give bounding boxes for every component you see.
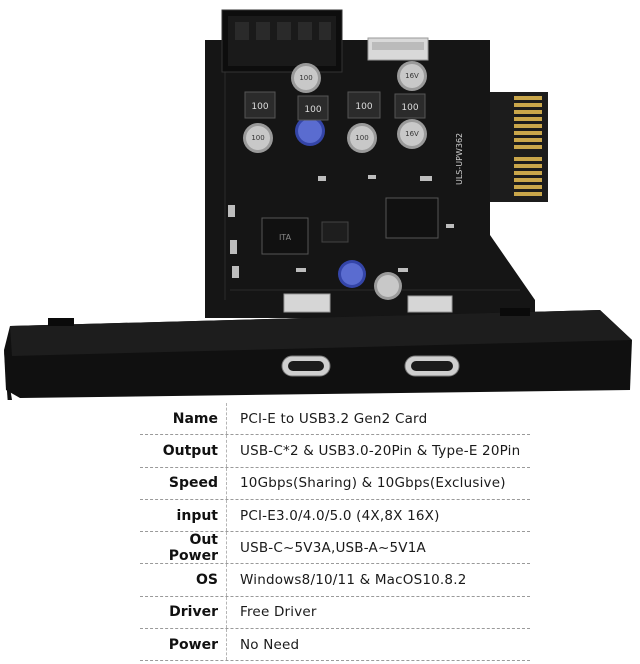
- svg-text:ULS-UPW362: ULS-UPW362: [455, 133, 464, 185]
- divider: [226, 467, 228, 499]
- spec-value: No Need: [240, 636, 300, 653]
- spec-value: PCI-E3.0/4.0/5.0 (4X,8X 16X): [240, 507, 440, 524]
- divider: [226, 564, 228, 596]
- product-photo: 100 16V 100 100 16V 100 100 100 100 ITA …: [4, 9, 632, 400]
- spec-value: PCI-E to USB3.2 Gen2 Card: [240, 410, 428, 427]
- spec-row-speed: Speed 10Gbps(Sharing) & 10Gbps(Exclusive…: [140, 467, 530, 500]
- spec-label: Out Power: [168, 531, 218, 564]
- spec-row-input: input PCI-E3.0/4.0/5.0 (4X,8X 16X): [140, 499, 530, 533]
- spec-value: USB-C*2 & USB3.0-20Pin & Type-E 20Pin: [240, 442, 521, 459]
- spec-row-out-power: Out Power USB-C~5V3A,USB-A~5V1A: [140, 531, 530, 565]
- spec-label: Name: [172, 410, 218, 427]
- usb-c-ports: [281, 355, 460, 377]
- svg-text:16V: 16V: [405, 130, 419, 138]
- usb-header: [221, 9, 343, 73]
- controller-chip: ITA: [261, 197, 439, 255]
- svg-text:100: 100: [355, 102, 372, 112]
- pcb-board: [205, 40, 548, 318]
- spec-value: 10Gbps(Sharing) & 10Gbps(Exclusive): [240, 475, 506, 492]
- svg-text:100: 100: [299, 74, 312, 82]
- capacitors: 100 16V 100 100 16V: [243, 61, 427, 300]
- spec-value: USB-C~5V3A,USB-A~5V1A: [240, 539, 426, 556]
- svg-text:100: 100: [304, 105, 321, 115]
- bottom-connectors: [283, 293, 453, 313]
- divider: [226, 629, 228, 661]
- divider: [226, 403, 228, 435]
- spec-label: Power: [168, 636, 218, 653]
- svg-text:ITA: ITA: [279, 233, 292, 242]
- inductors: [244, 91, 426, 121]
- spec-row-output: Output USB-C*2 & USB3.0-20Pin & Type-E 2…: [140, 435, 530, 468]
- spec-row-name: Name PCI-E to USB3.2 Gen2 Card: [140, 403, 530, 436]
- divider: [226, 532, 228, 564]
- svg-text:100: 100: [355, 134, 368, 142]
- divider: [226, 596, 228, 629]
- metal-bracket: [4, 308, 632, 400]
- spec-label: input: [176, 507, 218, 524]
- spec-label: Speed: [168, 475, 218, 492]
- spec-label: Output: [162, 442, 218, 459]
- spec-row-os: OS Windows8/10/11 & MacOS10.8.2: [140, 564, 530, 597]
- svg-text:100: 100: [251, 102, 268, 112]
- type-e-connector: [367, 37, 429, 61]
- spec-value: Windows8/10/11 & MacOS10.8.2: [240, 572, 467, 589]
- divider: [226, 499, 228, 532]
- spec-value: Free Driver: [240, 604, 317, 621]
- spec-label: OS: [196, 572, 218, 589]
- svg-text:100: 100: [401, 103, 418, 113]
- spec-table: Name PCI-E to USB3.2 Gen2 Card Output US…: [140, 403, 530, 662]
- svg-text:100: 100: [251, 134, 264, 142]
- spec-row-power: Power No Need: [140, 629, 530, 662]
- svg-text:16V: 16V: [405, 72, 419, 80]
- spec-label: Driver: [169, 604, 218, 621]
- divider: [226, 435, 228, 467]
- spec-row-driver: Driver Free Driver: [140, 596, 530, 630]
